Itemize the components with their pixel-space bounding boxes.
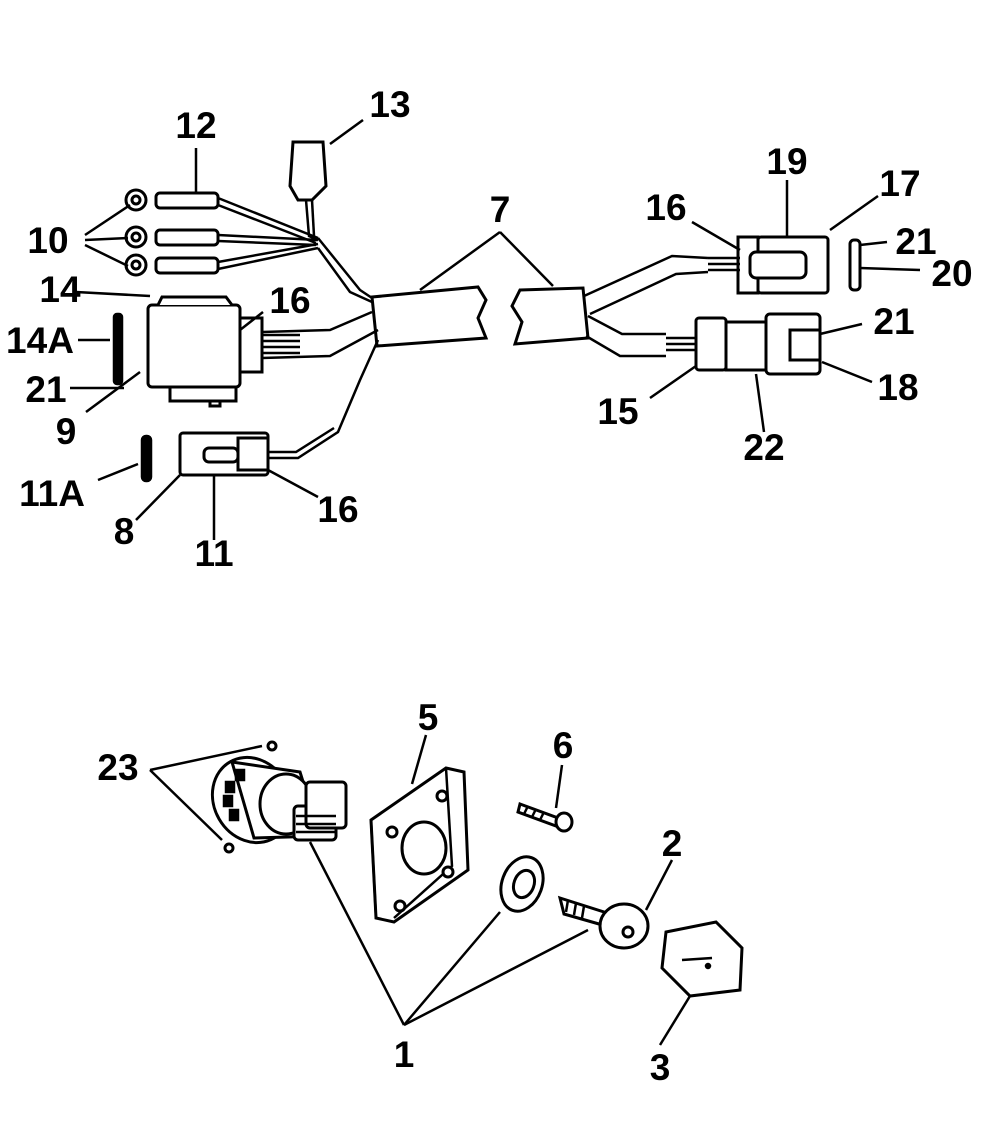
label-14a: 14A [6, 320, 74, 361]
label-8: 8 [114, 511, 135, 552]
label-20: 20 [931, 253, 972, 294]
seal-20 [848, 238, 862, 292]
connector-9 [146, 295, 379, 408]
connector-17 [583, 235, 830, 316]
seal-11a [140, 434, 153, 483]
seal-14a [112, 312, 124, 386]
key [557, 895, 650, 950]
label-10: 10 [27, 220, 68, 261]
ignition-switch-assembly [149, 734, 744, 1046]
mounting-plate [369, 766, 470, 924]
screw-23-bottom [223, 842, 235, 854]
single-terminal [288, 140, 328, 242]
label-16-left: 16 [269, 280, 310, 321]
ignition-switch [210, 755, 348, 845]
label-7: 7 [490, 189, 511, 230]
label-1: 1 [394, 1034, 415, 1075]
label-2: 2 [662, 823, 683, 864]
boot-cover [660, 920, 744, 998]
label-11a: 11A [19, 473, 85, 514]
label-5: 5 [418, 697, 439, 738]
nut [499, 855, 545, 913]
label-15: 15 [597, 391, 638, 432]
connector-8 [178, 339, 380, 477]
label-13: 13 [369, 84, 410, 125]
connector-22 [585, 312, 822, 376]
label-9: 9 [56, 411, 77, 452]
label-21-left: 21 [25, 369, 66, 410]
label-12: 12 [175, 105, 216, 146]
callout-labels: 12 13 10 7 14 14A 21 9 16 11A 8 11 16 16… [6, 84, 973, 1088]
label-16-right: 16 [645, 187, 686, 228]
harness-sheath-left [370, 285, 489, 348]
ring-terminal-1 [124, 188, 319, 245]
label-21-mid: 21 [873, 301, 914, 342]
ring-terminal-3 [124, 242, 319, 277]
label-21-top: 21 [895, 221, 936, 262]
label-22: 22 [743, 427, 784, 468]
wiring-harness [70, 118, 921, 540]
label-23: 23 [97, 747, 138, 788]
label-14: 14 [39, 269, 81, 310]
ring-terminal-2 [124, 225, 319, 249]
label-16-bottom: 16 [317, 489, 358, 530]
label-18: 18 [877, 367, 918, 408]
label-17: 17 [879, 163, 920, 204]
harness-sheath-right [510, 286, 590, 346]
label-6: 6 [553, 725, 574, 766]
screw-6 [516, 802, 574, 833]
screw-23-top [266, 740, 278, 752]
label-11: 11 [194, 533, 233, 574]
label-3: 3 [650, 1047, 671, 1088]
label-19: 19 [766, 141, 807, 182]
